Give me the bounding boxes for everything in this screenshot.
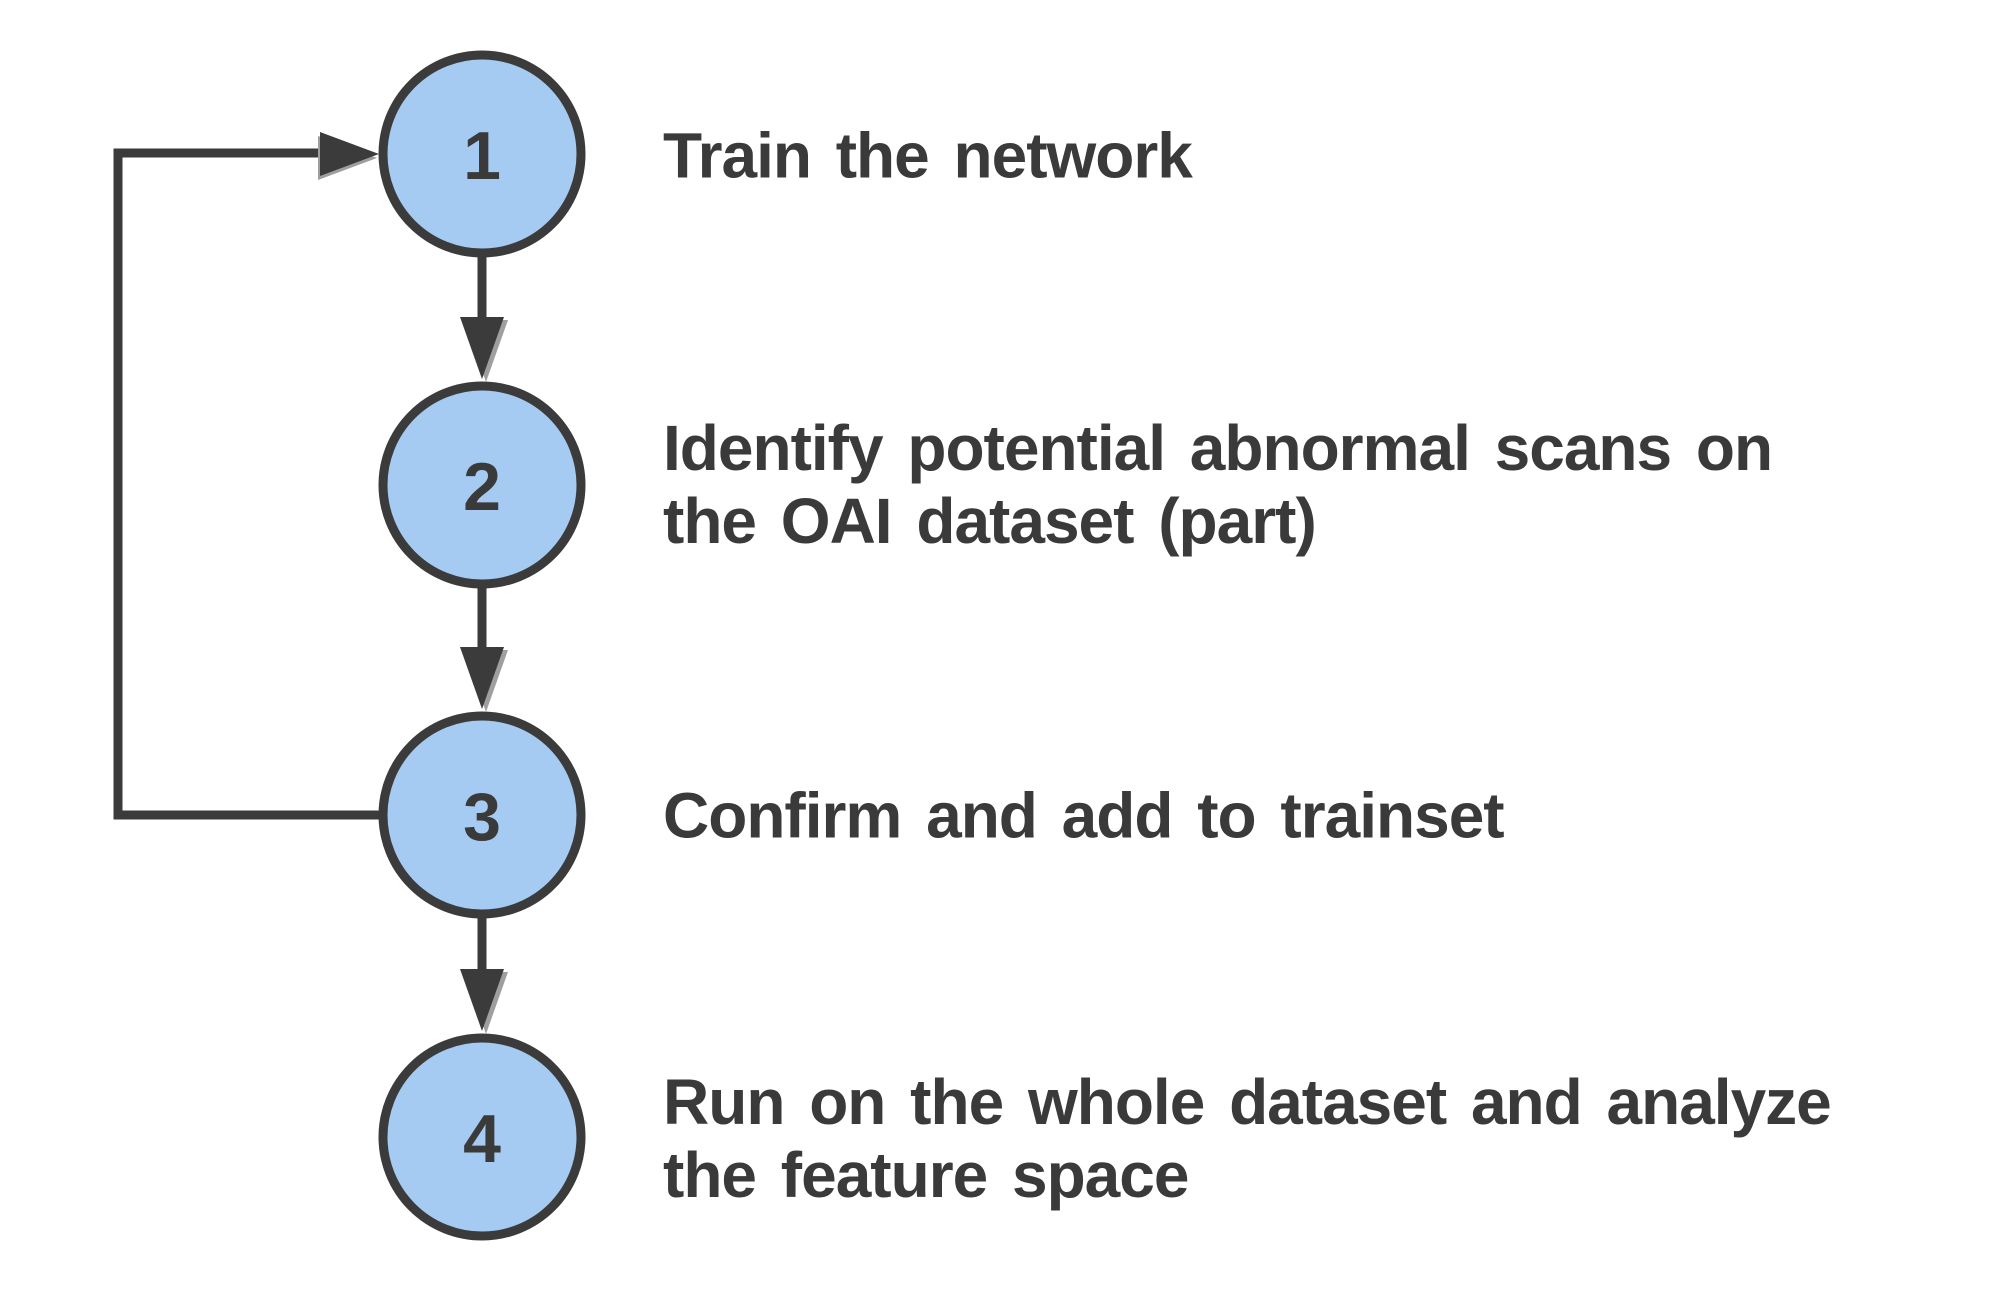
step-1-number: 1: [463, 118, 501, 194]
edge-1-2-arrowhead-icon: [460, 317, 504, 379]
step-4-number: 4: [463, 1101, 501, 1177]
edge-2-3-arrowhead-icon: [460, 647, 504, 709]
step-3-number: 3: [463, 779, 501, 855]
edge-3-4-arrowhead-icon: [460, 969, 504, 1031]
step-2-label: Identify potential abnormal scans on the…: [663, 412, 1773, 557]
step-3-label: Confirm and add to trainset: [663, 779, 1505, 852]
feedback-loop-line: [113, 148, 380, 820]
step-1-label: Train the network: [663, 119, 1193, 192]
step-4-node: [378, 1033, 586, 1241]
step-3-node: [378, 711, 586, 919]
step-4-label: Run on the whole dataset and analyze the…: [663, 1066, 1832, 1211]
step-2-node: [378, 381, 586, 589]
feedback-arrowhead-icon: [320, 132, 379, 176]
step-2-number: 2: [463, 449, 501, 525]
step-1-node: [378, 50, 586, 258]
